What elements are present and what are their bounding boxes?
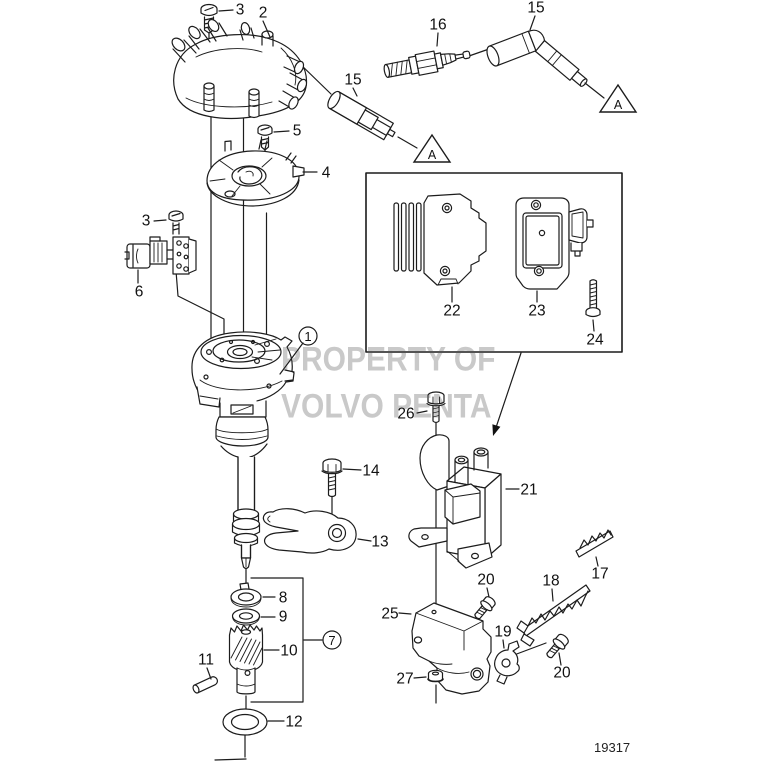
screw-20b-drawing [546,633,569,659]
leader-line [413,676,427,679]
detail-marker-letter: A [428,148,437,162]
o-ring-12-drawing [222,708,268,736]
leader-line [262,20,271,38]
leader-line [584,82,605,99]
circled-part-label-7: 7 [328,633,335,648]
drawing-number: 19317 [594,740,631,755]
part-label-20: 20 [553,665,571,682]
ignition-module-23-drawing [515,197,594,290]
part-label-4: 4 [322,165,331,182]
detail-marker-triangle [598,83,638,113]
part-label-16: 16 [429,17,446,34]
bolt-26-drawing [426,391,446,424]
washer-9-drawing [231,608,261,626]
part-label-6: 6 [135,284,144,301]
part-label-26: 26 [397,406,414,423]
watermark: PROPERTY OF VOLVO PENTA [281,336,496,430]
part-label-2: 2 [259,5,268,22]
screw-5-drawing [257,124,273,151]
circle-label-1 [298,326,318,346]
part-label-19: 19 [494,624,511,641]
part-label-10: 10 [280,643,298,660]
leader-line [595,556,599,567]
leader-line [502,639,505,649]
part-label-21: 21 [520,482,537,499]
part-label-5: 5 [293,123,302,140]
nut-27-drawing [427,669,444,683]
circled-part-label-1: 1 [304,329,311,344]
cable-clip-18-drawing [516,584,591,647]
part-label-17: 17 [591,566,608,583]
leader-line [592,319,595,332]
part-label-13: 13 [371,534,388,551]
part-label-22: 22 [443,303,460,320]
leader-line [279,342,304,375]
watermark-line1: PROPERTY OF [281,340,496,379]
part-label-9: 9 [279,609,288,626]
inset-reference-arrow [492,352,522,436]
leader-line [342,468,362,471]
rotor-drawing [206,139,305,207]
watermark-line2: VOLVO PENTA [281,387,492,426]
screw-3-top-drawing [200,3,218,34]
leader-line [357,538,372,542]
clip-19-drawing [494,640,520,685]
part-label-11: 11 [198,652,214,669]
detail-inset-box [365,172,623,353]
ignition-module-22-drawing [393,193,487,286]
part-label-3: 3 [142,213,151,230]
sensor-6-drawing [124,210,197,275]
leader-line [153,219,167,222]
part-label-3: 3 [236,2,245,19]
assembly-axis-lines [175,32,547,761]
part-label-15: 15 [344,72,361,89]
washer-8-drawing [230,582,262,608]
part-label-23: 23 [528,303,545,320]
part-label-20: 20 [477,572,495,589]
leader-line [551,588,554,602]
leader-line [397,136,418,149]
part-label-18: 18 [542,573,559,590]
spark-plug-16-drawing [383,50,471,78]
leader-line [529,15,536,31]
bolt-14-drawing [321,458,343,498]
leader-line [352,87,358,97]
leader-line [436,32,439,47]
detail-marker-triangle [412,133,452,163]
screw-20a-drawing [474,596,496,620]
part-label-25: 25 [381,606,398,623]
leader-line [486,587,490,598]
detail-marker-letter: A [614,98,623,112]
roll-pin-11-drawing [192,676,219,694]
part-label-15: 15 [527,0,544,17]
group-bracket-7 [250,577,304,703]
part-label-27: 27 [396,671,413,688]
leader-line [416,410,428,414]
cable-clip-17-drawing [575,529,614,558]
distributor-shaft-drawing [215,400,269,570]
part-label-24: 24 [586,332,604,349]
leader-line [558,652,562,666]
leader-line [273,130,290,133]
leader-line [206,667,212,680]
bracket-25-drawing [411,602,492,695]
hold-down-clamp-13-drawing [262,508,357,554]
ignition-coil-21-drawing [408,434,502,569]
part-label-14: 14 [362,463,380,480]
leader-line [398,612,412,615]
circle-label-7 [322,630,342,650]
distributor-cap-drawing [171,18,308,119]
spark-plug-boot-15-mid-drawing [327,90,396,141]
part-label-8: 8 [279,590,288,607]
spark-plug-boot-15-right-drawing [486,29,588,87]
screw-24-drawing [585,279,601,318]
distributor-housing-drawing [191,331,295,408]
part-label-12: 12 [285,714,302,731]
drive-gear-10-drawing [228,624,264,695]
leader-line [218,9,234,12]
